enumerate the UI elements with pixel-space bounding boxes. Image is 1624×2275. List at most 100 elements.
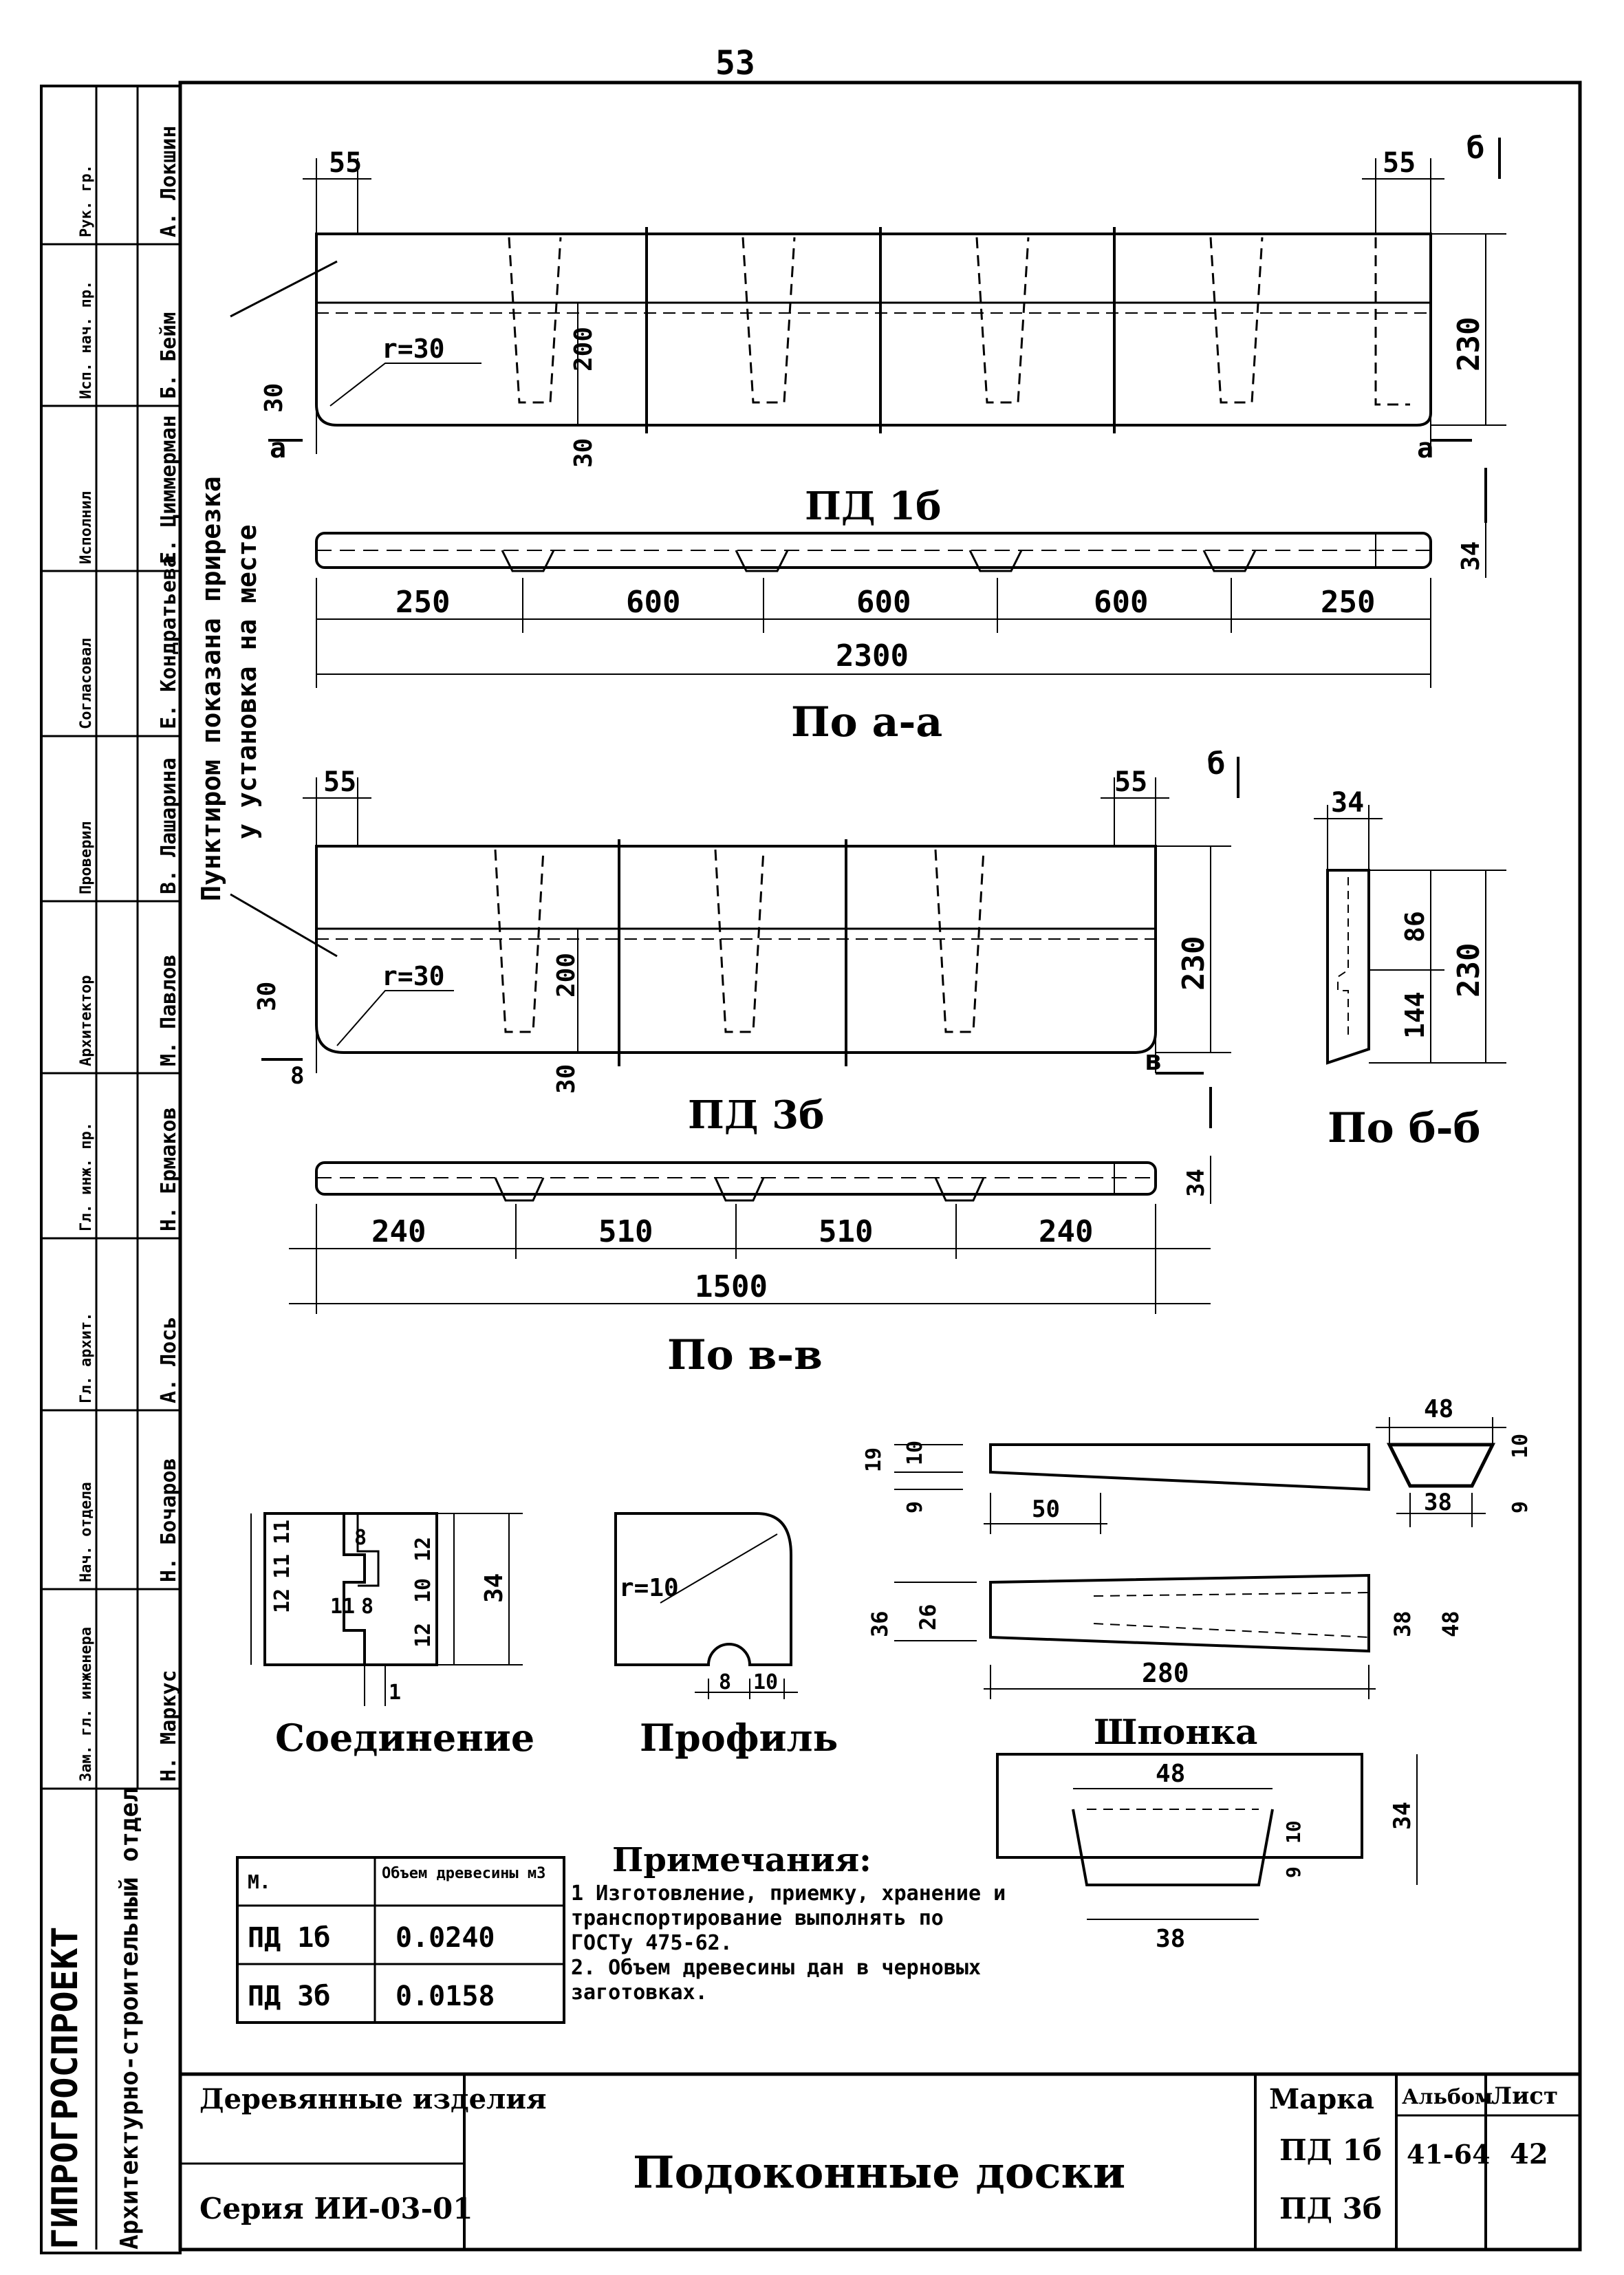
dowel-top-3: 9 (903, 1501, 927, 1513)
side-note-1: Пунктиром показана прирезка (196, 476, 226, 901)
dowel-end-depth: 9 (1508, 1501, 1533, 1513)
joint-dim-left-1: 12 (270, 1588, 294, 1613)
pd3-section-label: По в-в (667, 1331, 823, 1379)
joint-bottom: 1 (389, 1681, 401, 1705)
pd1-section-label: По а-а (791, 698, 942, 746)
pd1-cut-mark-left: а (270, 433, 286, 464)
stamp-name-9: Б. Бейм (157, 312, 181, 399)
profile-dim-2: 10 (753, 1670, 778, 1694)
view-pd3 (261, 757, 1239, 1128)
dowel-top-2: 10 (903, 1441, 927, 1465)
stamp-name-3: А. Лось (157, 1317, 181, 1403)
album-number: 41-64 (1407, 2139, 1491, 2170)
view-pd1 (268, 138, 1506, 523)
page-number: 53 (715, 44, 755, 83)
pd1-thickness: 34 (1457, 541, 1485, 571)
mark-label: Марка (1269, 2083, 1374, 2115)
pd1-segment-5: 250 (1321, 585, 1375, 620)
pd3-segment-2: 510 (598, 1214, 653, 1249)
bb-upper: 86 (1400, 911, 1430, 942)
dowel-label: Шпонка (1094, 1712, 1257, 1752)
pd1-section-mark: б (1466, 131, 1485, 166)
dowel-mid-right-1: 38 (1389, 1610, 1416, 1637)
table-row-1-mark: ПД 1б (248, 1922, 330, 1954)
stamp-role-4: Гл. инж. пр. (78, 1122, 95, 1231)
joint-label: Соединение (275, 1716, 534, 1760)
pd3-plank-section (289, 1156, 1211, 1314)
notes-body: 1 Изготовление, приемку, хранение и тран… (571, 1882, 1006, 2005)
notes-title: Примечания: (612, 1841, 871, 1879)
pd1-segment-1: 250 (396, 585, 450, 620)
joint-dim-mid-2: 8 (361, 1595, 373, 1619)
category: Деревянные изделия (199, 2083, 547, 2115)
stamp-role-7: Согласовал (78, 638, 95, 729)
series: Серия ИИ-03-01 (199, 2192, 473, 2225)
stamp-name-6: В. Лашарина (157, 757, 181, 894)
dowel-bottom-height: 34 (1389, 1802, 1416, 1830)
stamp-name-7: Е. Кондратьева (157, 555, 181, 729)
joint-dim-right-1: 12 (411, 1537, 435, 1562)
pd1-segment-2: 600 (626, 585, 680, 620)
side-note-2: у установка на месте (232, 524, 262, 839)
joint-dim-right-2: 10 (411, 1578, 435, 1603)
pd1-radius: r=30 (382, 334, 445, 364)
dowel-mid-left-2: 26 (915, 1604, 941, 1630)
profile-dim-1: 8 (719, 1670, 731, 1694)
pd3-label: ПД 3б (688, 1092, 825, 1138)
stamp-dept: Архитектурно-строительный отдел (116, 1787, 144, 2250)
mark-1: ПД 1б (1279, 2133, 1382, 2167)
bb-width: 34 (1331, 787, 1364, 819)
dowel-bottom-width: 38 (1156, 1925, 1185, 1953)
pd3-total-length: 1500 (695, 1269, 768, 1304)
pd3-segment-4: 240 (1039, 1214, 1093, 1249)
pd3-cut-mark: в (1145, 1045, 1162, 1077)
dowel-bottom-inner-2: 10 (1282, 1820, 1305, 1844)
section-bb (1314, 805, 1506, 1065)
joint-dim-top: 8 (354, 1526, 367, 1550)
dowel-detail (894, 1417, 1506, 1920)
pd1-segment-4: 600 (1094, 585, 1148, 620)
joint-dim-mid-1: 11 (330, 1595, 355, 1619)
stamp-name-4: Н. Ермаков (157, 1107, 181, 1231)
pd1-total-length: 2300 (836, 638, 909, 673)
pd1-corner-height: 30 (260, 383, 288, 413)
profile-label: Профиль (640, 1716, 838, 1760)
joint-dim-right-3: 12 (411, 1623, 435, 1648)
side-stamp (40, 85, 182, 2254)
table-row-2-mark: ПД 3б (248, 1981, 330, 2012)
pd3-margin-left: 55 (323, 766, 356, 798)
pd3-radius: r=30 (382, 961, 445, 991)
table-header-volume: Объем древесины м3 (382, 1865, 545, 1882)
sheet-label: Лист (1491, 2082, 1558, 2110)
dowel-end-top: 48 (1424, 1395, 1453, 1423)
stamp-role-9: Исп. нач. пр. (78, 281, 95, 399)
dowel-end-right: 10 (1508, 1434, 1533, 1458)
dowel-mid-right-2: 48 (1438, 1610, 1464, 1637)
table-row-2-volume: 0.0158 (396, 1981, 495, 2012)
table-row-1-volume: 0.0240 (396, 1922, 495, 1954)
pd3-corner-height: 30 (253, 982, 281, 1011)
mark-2: ПД 3б (1279, 2192, 1382, 2225)
sheet-number: 42 (1510, 2138, 1548, 2170)
stamp-name-8: Е. Циммерман (157, 415, 181, 564)
pd3-height: 230 (1176, 936, 1211, 991)
stamp-org: ГИПРОГРОСПРОЕКТ (45, 1926, 86, 2250)
dowel-length-short: 50 (1032, 1496, 1060, 1523)
pd1-height: 230 (1451, 317, 1486, 371)
leader-line (230, 893, 338, 958)
dowel-bottom-inner-1: 9 (1282, 1866, 1305, 1878)
joint-detail (250, 1512, 523, 1706)
stamp-role-8: Исполнил (78, 491, 95, 564)
pd1-groove-depth: 200 (570, 327, 598, 371)
stamp-role-3: Гл. архит. (78, 1313, 95, 1403)
stamp-name-5: М. Павлов (157, 954, 181, 1066)
profile-detail (614, 1512, 798, 1699)
pd3-corner-width: 8 (290, 1062, 304, 1090)
note-2: 2. Объем древесины дан в черновых загото… (571, 1956, 982, 2005)
drawing-title: Подоконные доски (633, 2147, 1125, 2199)
bb-lower: 144 (1400, 991, 1430, 1039)
album-label: Альбом (1402, 2085, 1493, 2109)
